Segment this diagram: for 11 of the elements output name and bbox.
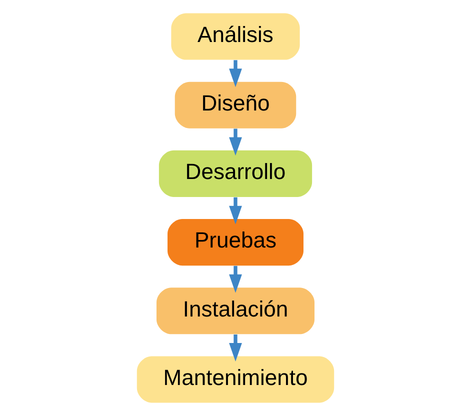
node-box: Desarrollo [158,150,312,197]
arrow [228,60,242,88]
node-box: Mantenimiento [136,356,334,403]
node-box: Análisis [170,13,300,60]
arrow [228,266,242,293]
node-box: Instalación [156,288,314,334]
arrow [228,128,242,156]
arrow [228,334,242,362]
node-box: Pruebas [167,219,303,266]
node-box: Diseño [174,82,296,128]
arrow [228,197,242,224]
